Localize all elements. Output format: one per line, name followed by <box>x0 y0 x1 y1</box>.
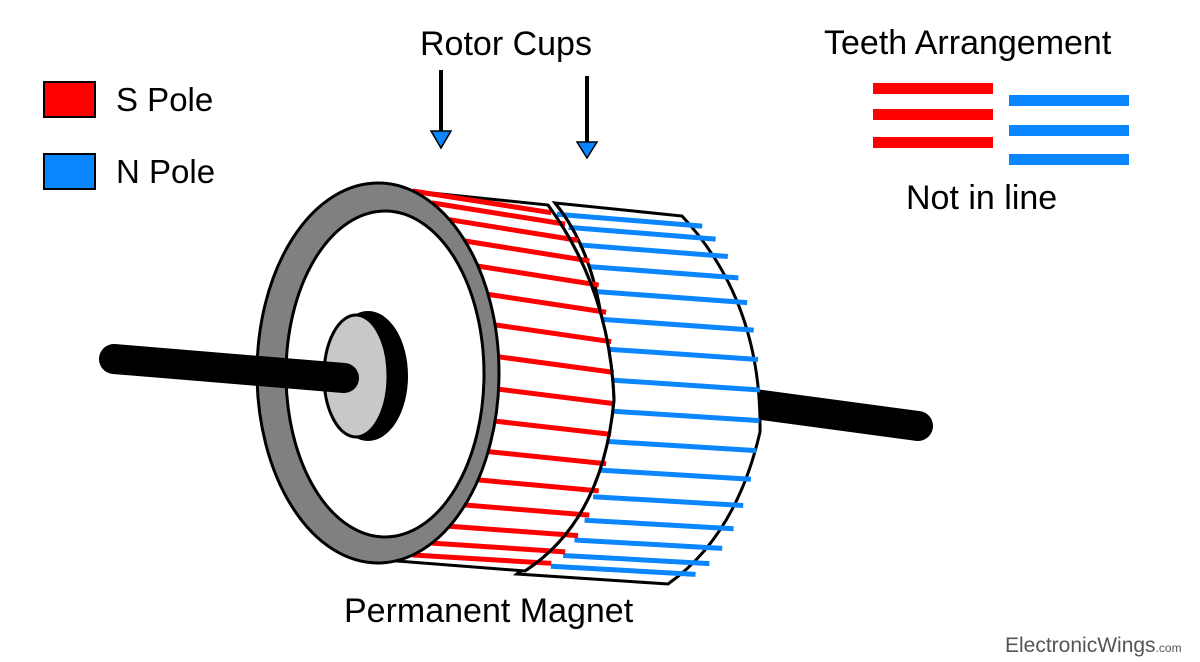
rotor-cups-label: Rotor Cups <box>420 25 592 63</box>
blue-tooth-bar <box>1009 125 1129 136</box>
n-pole-cup <box>512 201 762 586</box>
s-pole-tooth <box>464 238 590 264</box>
s-pole-tooth <box>487 291 607 315</box>
s-pole-label: S Pole <box>116 81 214 118</box>
s-pole-tooth <box>412 552 552 566</box>
s-pole-tooth <box>477 263 600 288</box>
s-pole-tooth <box>431 200 566 227</box>
rotor-cup-arrow-left <box>429 70 453 150</box>
s-pole-tooth <box>498 354 615 375</box>
s-pole-tooth <box>487 449 607 467</box>
permanent-magnet-label: Permanent Magnet <box>344 592 634 630</box>
teeth-arrangement-icon <box>873 83 1129 165</box>
n-pole-tooth <box>579 242 728 259</box>
n-pole-swatch <box>43 153 96 190</box>
s-pole-tooth <box>449 217 579 243</box>
s-pole-tooth <box>412 188 552 216</box>
n-pole-tooth <box>556 211 703 229</box>
s-pole-swatch <box>43 81 96 118</box>
n-pole-tooth <box>568 224 716 242</box>
blue-tooth-bar <box>1009 95 1129 106</box>
s-pole-tooth <box>464 502 590 518</box>
watermark-suffix: .com <box>1155 641 1182 655</box>
n-pole-tooth <box>592 494 744 509</box>
teeth-arrangement-label: Teeth Arrangement <box>824 24 1112 62</box>
watermark: ElectronicWings.com <box>1005 635 1182 656</box>
red-tooth-bar <box>873 137 993 148</box>
n-pole-tooth <box>596 289 748 306</box>
n-pole-tooth <box>588 264 739 281</box>
s-pole-cup-edge <box>524 204 616 573</box>
blue-tooth-bar <box>1009 154 1129 165</box>
not-in-line-label: Not in line <box>906 179 1058 217</box>
s-pole-tooth <box>498 386 614 407</box>
rotor-cup-arrow-right <box>575 76 599 160</box>
s-pole-tooth <box>449 523 579 539</box>
n-pole-tooth <box>574 537 723 551</box>
n-pole-tooth <box>602 316 754 333</box>
n-pole-tooth <box>599 467 752 482</box>
watermark-main: ElectronicWings <box>1005 634 1156 657</box>
n-pole-label: N Pole <box>116 153 216 190</box>
n-pole-tooth <box>606 346 759 362</box>
right-shaft <box>725 387 933 441</box>
red-tooth-bar <box>873 109 993 120</box>
n-pole-tooth <box>584 517 734 532</box>
n-pole-tooth <box>562 552 710 567</box>
n-pole-tooth <box>607 377 761 393</box>
n-pole-teeth <box>550 211 761 577</box>
left-shaft <box>99 344 359 393</box>
n-pole-tooth <box>550 563 696 577</box>
n-pole-tooth <box>604 438 757 454</box>
s-pole-tooth <box>431 540 566 555</box>
n-pole-tooth <box>607 408 760 424</box>
s-pole-tooth <box>494 418 612 437</box>
s-pole-tooth <box>494 322 612 345</box>
s-pole-tooth <box>477 477 599 494</box>
s-pole-teeth <box>412 188 615 566</box>
red-tooth-bar <box>873 83 993 94</box>
